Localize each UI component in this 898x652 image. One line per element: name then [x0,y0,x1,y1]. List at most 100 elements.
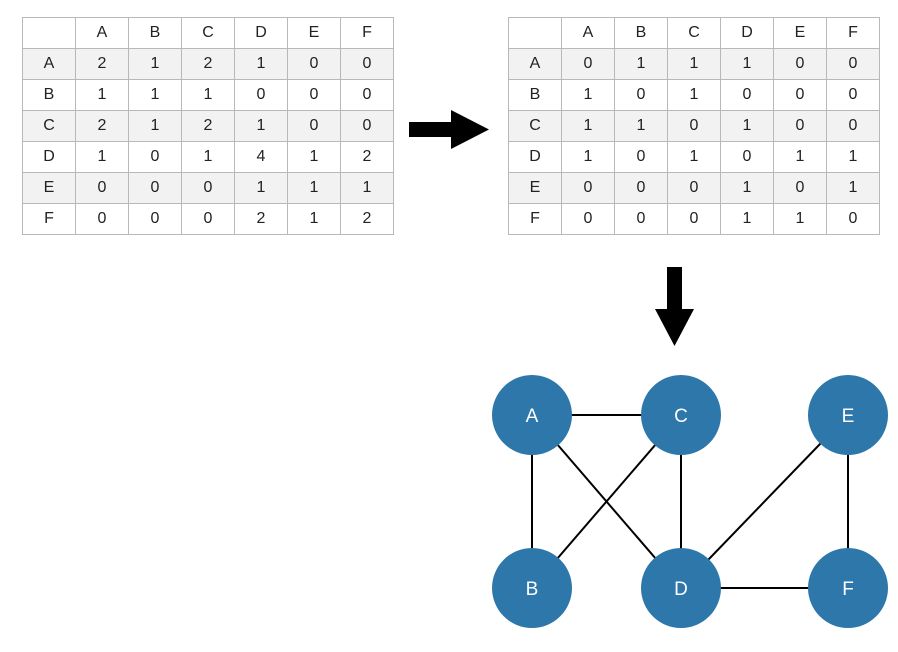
node-circle [808,375,888,455]
right-arrow-icon [409,110,489,149]
right-matrix-column-header: D [720,17,774,49]
left-matrix-cell: 2 [181,48,235,80]
right-matrix-cell: 0 [561,48,615,80]
right-matrix-column-header: C [667,17,721,49]
left-matrix-cell: 0 [340,79,394,111]
left-matrix-cell: 0 [75,172,129,204]
right-matrix-cell: 0 [667,110,721,142]
node-label: A [526,406,539,427]
left-matrix-cell: 1 [128,79,182,111]
left-matrix-cell: 2 [340,141,394,173]
right-matrix-column-header: B [614,17,668,49]
left-matrix-column-header: E [287,17,341,49]
node-circle [492,375,572,455]
left-matrix-cell: 0 [287,48,341,80]
right-matrix-cell: 1 [614,48,668,80]
right-matrix-column-header: A [561,17,615,49]
node-e: E [808,375,888,455]
node-label: C [674,406,688,427]
right-matrix-cell: 0 [614,172,668,204]
right-matrix-cell: 1 [773,141,827,173]
left-matrix-cell: 0 [128,141,182,173]
right-matrix-row-header: B [508,79,562,111]
right-matrix-row-header: C [508,110,562,142]
left-matrix-column-header: C [181,17,235,49]
right-matrix-cell: 1 [720,203,774,235]
right-matrix-row-header: E [508,172,562,204]
left-matrix-column-header: B [128,17,182,49]
left-matrix-cell: 1 [340,172,394,204]
left-matrix-row-header: D [22,141,76,173]
right-matrix-column-header [508,17,562,49]
left-matrix-cell: 0 [340,110,394,142]
right-matrix-cell: 0 [614,141,668,173]
node-label: D [674,579,688,600]
right-matrix-cell: 0 [614,79,668,111]
node-a: A [492,375,572,455]
right-matrix-cell: 0 [561,172,615,204]
left-matrix-cell: 1 [287,203,341,235]
left-matrix-cell: 0 [287,79,341,111]
left-matrix-cell: 1 [128,110,182,142]
node-circle [808,548,888,628]
right-matrix-cell: 0 [826,110,880,142]
left-matrix-row-header: C [22,110,76,142]
right-matrix-cell: 0 [667,203,721,235]
node-label: B [526,579,539,600]
right-matrix-cell: 1 [561,110,615,142]
left-matrix-cell: 2 [75,110,129,142]
edge-d-e [680,414,849,589]
left-matrix-column-header: D [234,17,288,49]
left-matrix-row-header: E [22,172,76,204]
right-matrix-cell: 1 [826,141,880,173]
right-matrix-cell: 1 [720,110,774,142]
left-matrix-column-header [22,17,76,49]
left-matrix-row-header: B [22,79,76,111]
right-matrix-cell: 0 [773,172,827,204]
left-matrix-cell: 0 [75,203,129,235]
right-matrix-column-header: F [826,17,880,49]
right-matrix-cell: 1 [561,79,615,111]
node-d: D [641,548,721,628]
node-label: F [842,579,854,600]
right-matrix-cell: 0 [773,79,827,111]
node-circle [641,375,721,455]
node-c: C [641,375,721,455]
left-matrix-cell: 1 [75,79,129,111]
right-matrix-cell: 0 [826,79,880,111]
right-matrix-cell: 1 [773,203,827,235]
right-matrix-cell: 1 [720,172,774,204]
right-matrix-cell: 0 [773,48,827,80]
left-matrix-cell: 0 [181,172,235,204]
node-b: B [492,548,572,628]
left-matrix-row-header: A [22,48,76,80]
right-matrix-cell: 1 [667,48,721,80]
right-matrix-cell: 0 [826,48,880,80]
right-matrix-cell: 1 [614,110,668,142]
left-matrix-cell: 0 [128,203,182,235]
left-matrix-cell: 0 [287,110,341,142]
node-circle [641,548,721,628]
right-matrix-cell: 0 [561,203,615,235]
right-matrix-cell: 0 [720,79,774,111]
node-label: E [842,406,855,427]
right-matrix-row-header: F [508,203,562,235]
graph-nodes: A B C D E F [492,375,888,628]
right-matrix-cell: 1 [826,172,880,204]
left-matrix-cell: 4 [234,141,288,173]
